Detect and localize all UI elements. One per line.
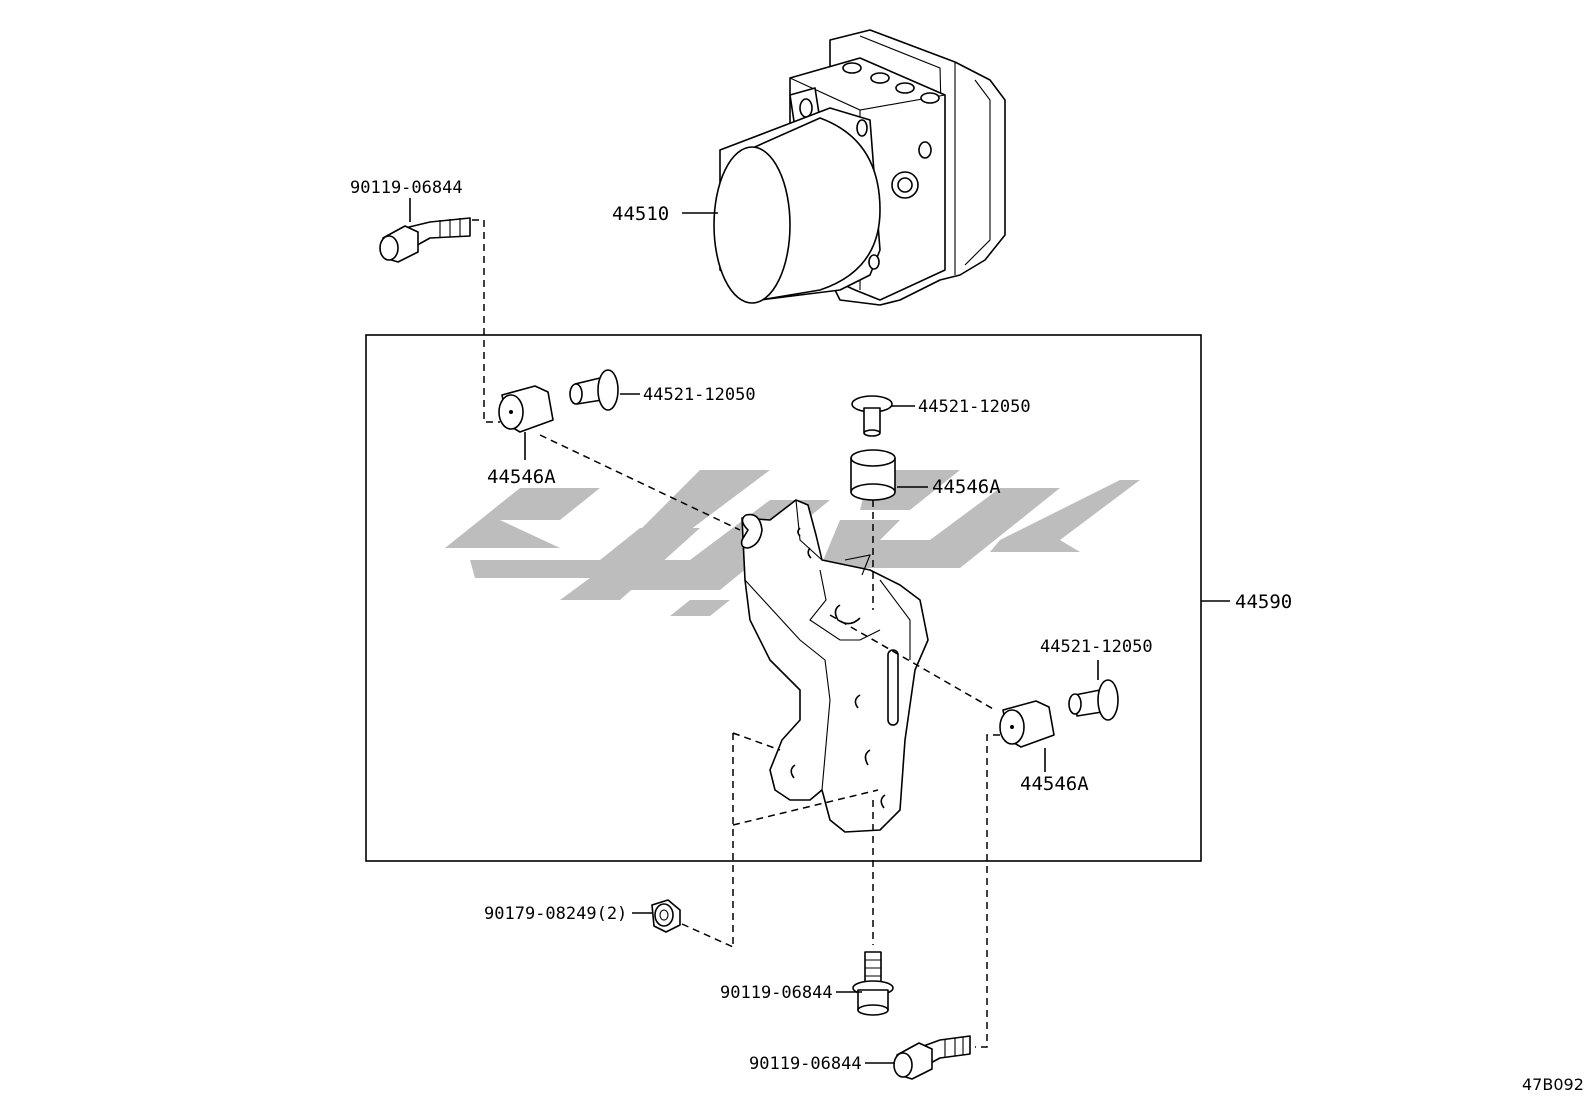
brand-logo-watermark — [445, 470, 1140, 616]
label-bolt-bottom-center: 90119-06844 — [720, 983, 833, 1003]
label-bolt-top-left: 90119-06844 — [350, 178, 463, 198]
label-collar-center: 44521-12050 — [918, 397, 1031, 417]
collar-left-drawing — [569, 369, 619, 411]
cushion-left-drawing — [498, 385, 554, 433]
label-cushion-left: 44546A — [487, 466, 556, 488]
cushion-center-drawing — [850, 449, 896, 501]
label-cushion-right: 44546A — [1020, 773, 1089, 795]
label-bracket-assembly: 44590 — [1235, 591, 1292, 613]
dash-left-cushion-to-bracket — [539, 434, 741, 531]
label-nut: 90179-08249(2) — [484, 904, 627, 924]
diagram-id: 47B092 — [1522, 1075, 1584, 1094]
cushion-right-drawing — [999, 700, 1055, 748]
dash-nut-to-bracket — [681, 923, 734, 948]
label-cushion-center: 44546A — [932, 476, 1001, 498]
collar-right-drawing — [1068, 679, 1119, 721]
dash-bolt-top-left — [472, 219, 500, 423]
label-collar-left: 44521-12050 — [643, 385, 756, 405]
bolt-bottom-right-drawing — [893, 1035, 971, 1080]
dash-nut-guide — [732, 732, 879, 947]
dash-bolt-bottom-right — [975, 734, 1000, 1048]
bolt-bottom-center-drawing — [852, 951, 894, 1016]
dash-right-cushion-to-bracket — [829, 614, 996, 711]
bracket-assembly-frame — [365, 334, 1202, 862]
label-collar-right: 44521-12050 — [1040, 637, 1153, 657]
collar-center-drawing — [851, 395, 893, 437]
label-actuator: 44510 — [612, 203, 669, 225]
label-bolt-bottom-right: 90119-06844 — [749, 1054, 862, 1074]
abs-actuator-drawing — [713, 29, 1006, 306]
bracket-drawing — [740, 499, 929, 833]
nut-drawing — [651, 899, 681, 933]
bolt-top-left-drawing — [379, 217, 471, 263]
